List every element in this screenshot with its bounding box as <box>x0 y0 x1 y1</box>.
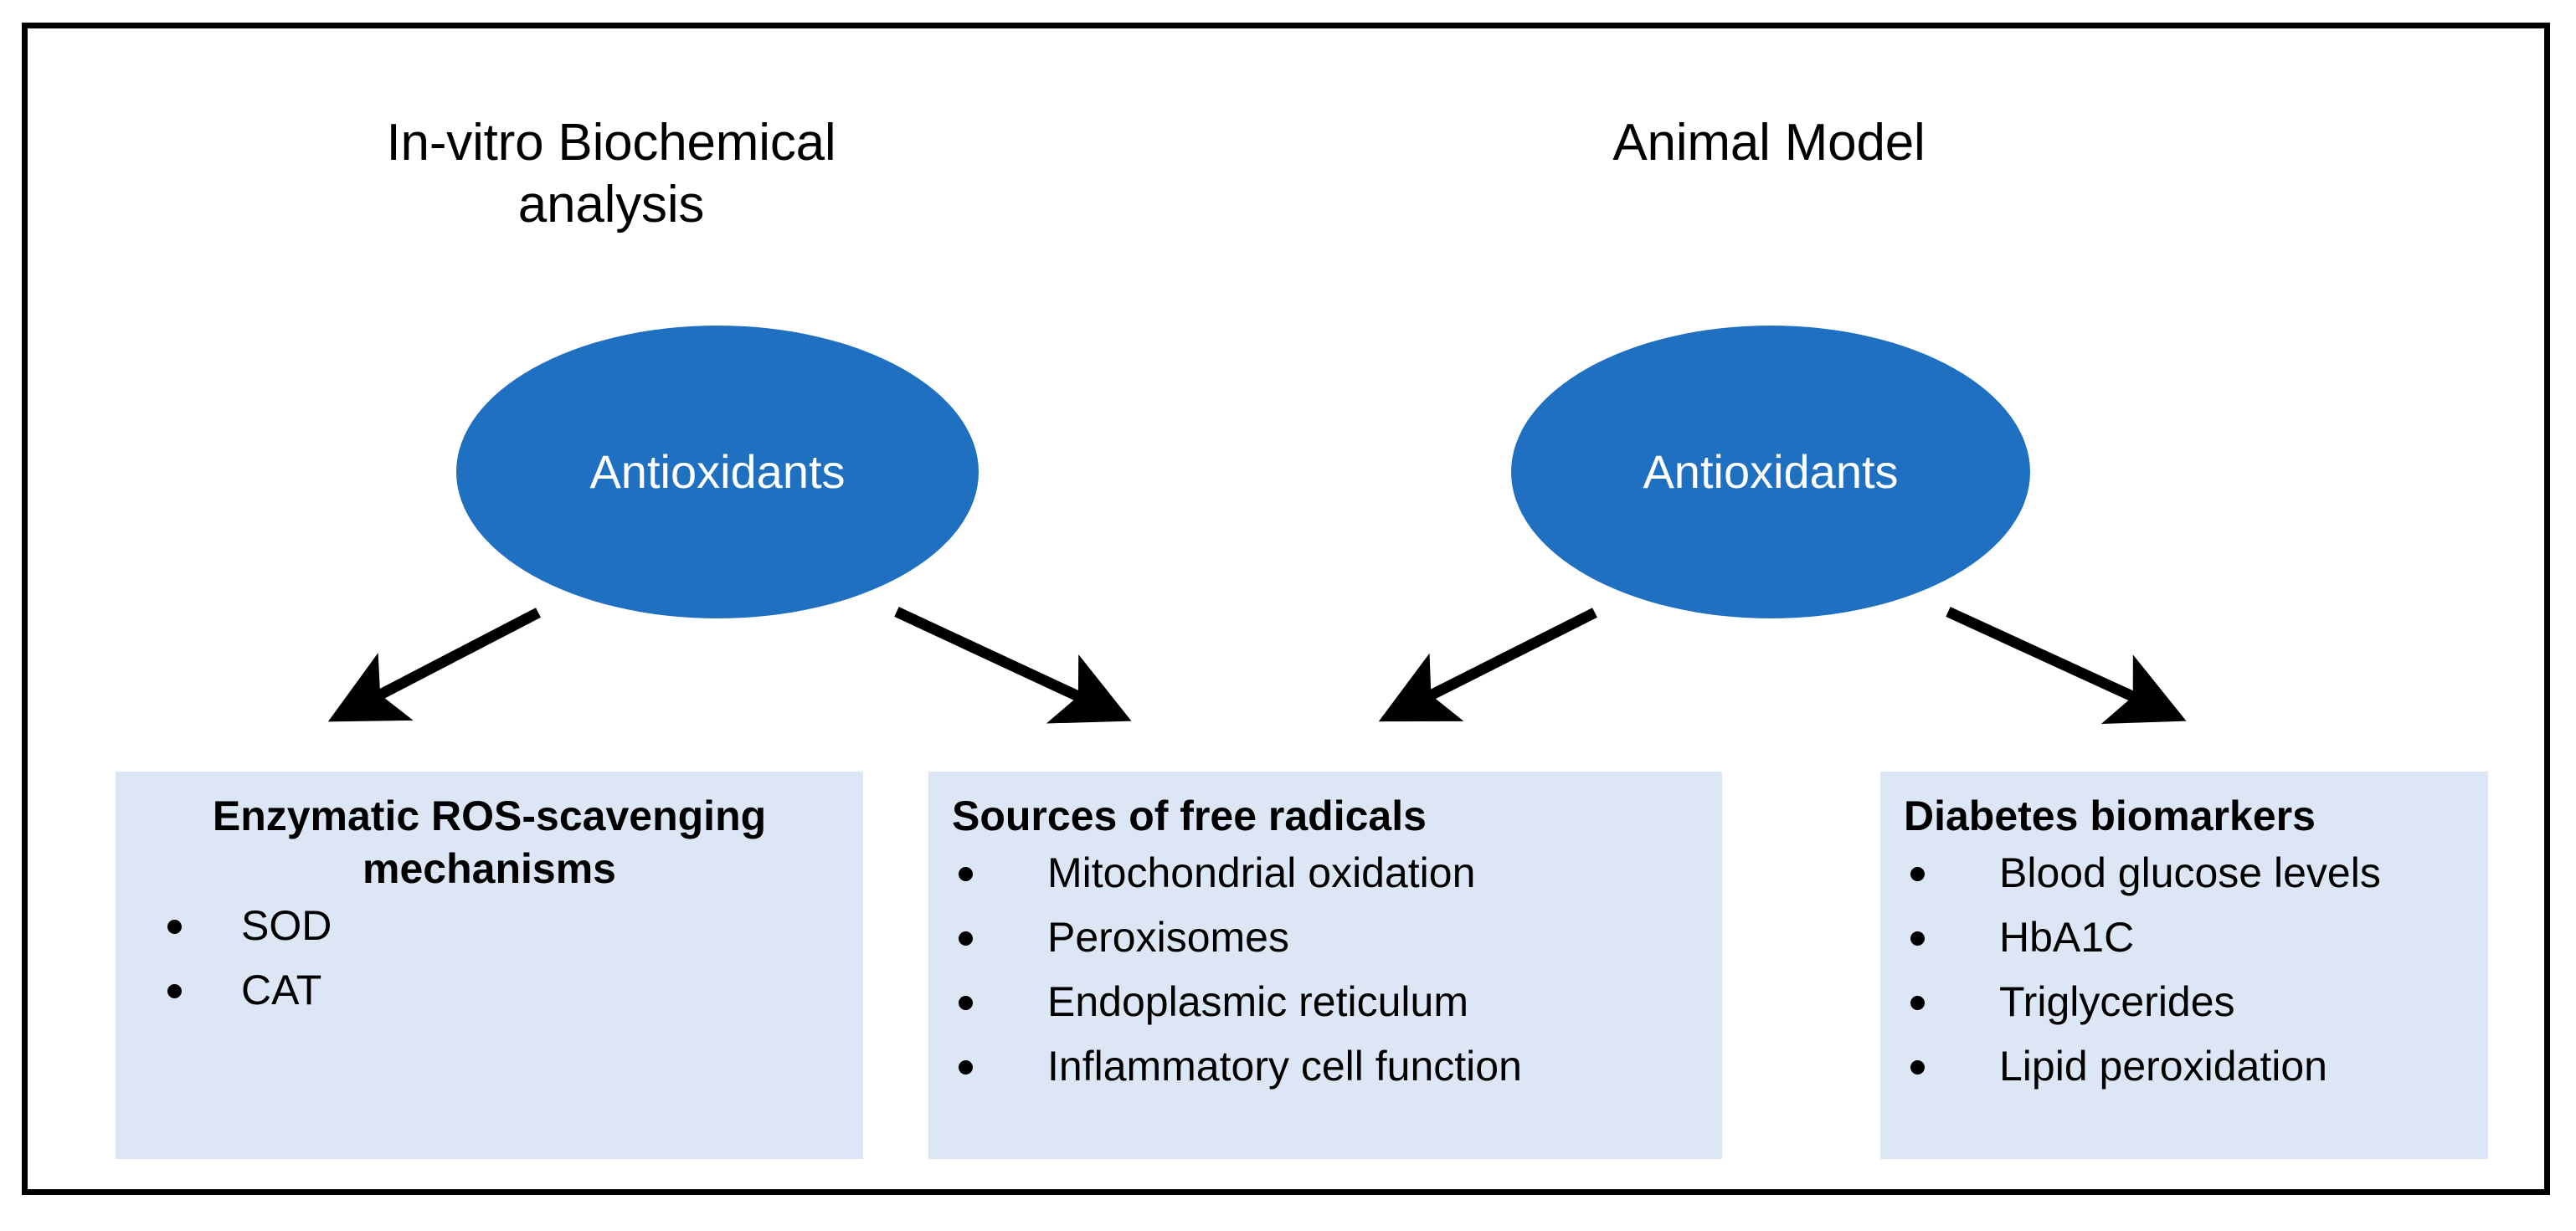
bullet-dot-icon <box>167 920 182 934</box>
list-item-label: Triglycerides <box>1999 978 2235 1025</box>
bullet-dot-icon <box>167 984 182 998</box>
node-antioxidants-in-vitro: Antioxidants <box>456 326 979 618</box>
info-box-title: Sources of free radicals <box>952 792 1427 839</box>
info-box-title: Diabetes biomarkers <box>1904 792 2316 839</box>
list-item-label: CAT <box>241 967 322 1013</box>
list-item-label: Lipid peroxidation <box>1999 1043 2327 1090</box>
list-item-label: Peroxisomes <box>1047 914 1289 961</box>
arrow-left-node-to-enzymatic <box>327 608 541 722</box>
info-box-sources-of-free-radicals: Sources of free radicals Mitochondrial o… <box>928 772 1722 1159</box>
arrow-left-node-to-sources <box>894 607 1132 724</box>
list-item-label: Endoplasmic reticulum <box>1047 978 1468 1025</box>
column-heading-animal-model: Animal Model <box>1612 114 1926 172</box>
arrow-right-node-to-diabetes <box>1946 607 2187 724</box>
bullet-dot-icon <box>959 867 973 881</box>
column-heading-in-vitro: In-vitro Biochemical analysis <box>386 114 836 234</box>
list-item: Blood glucose levels <box>1880 848 2488 899</box>
list-item: Mitochondrial oxidation <box>928 848 1722 899</box>
bullet-dot-icon <box>1910 996 1925 1010</box>
list-item-label: HbA1C <box>1999 914 2135 961</box>
list-item: CAT <box>116 965 863 1016</box>
list-item: Endoplasmic reticulum <box>928 977 1722 1028</box>
list-item: Inflammatory cell function <box>928 1041 1722 1092</box>
arrow-right-node-to-sources <box>1378 608 1597 722</box>
info-box-bullet-list: Blood glucose levels HbA1C Triglycerides… <box>1880 843 2488 1092</box>
info-box-diabetes-biomarkers: Diabetes biomarkers Blood glucose levels… <box>1880 772 2488 1159</box>
list-item-label: Blood glucose levels <box>1999 849 2381 896</box>
list-item: Triglycerides <box>1880 977 2488 1028</box>
info-box-bullet-list: Mitochondrial oxidation Peroxisomes Endo… <box>928 843 1722 1092</box>
node-label: Antioxidants <box>1643 445 1899 498</box>
bullet-dot-icon <box>959 931 973 946</box>
list-item: Peroxisomes <box>928 912 1722 963</box>
info-box-enzymatic-ros-scavenging: Enzymatic ROS-scavenging mechanisms SOD … <box>116 772 863 1159</box>
list-item: SOD <box>116 900 863 951</box>
list-item-label: Mitochondrial oxidation <box>1047 849 1476 896</box>
list-item-label: Inflammatory cell function <box>1047 1043 1522 1090</box>
info-box-title: Enzymatic ROS-scavenging mechanisms <box>212 792 767 892</box>
list-item: HbA1C <box>1880 912 2488 963</box>
bullet-dot-icon <box>1910 1060 1925 1075</box>
list-item-label: SOD <box>241 902 332 949</box>
node-antioxidants-animal: Antioxidants <box>1511 326 2030 618</box>
node-label: Antioxidants <box>589 445 846 498</box>
bullet-dot-icon <box>1910 867 1925 881</box>
bullet-dot-icon <box>959 1060 973 1075</box>
info-box-bullet-list: SOD CAT <box>116 895 863 1016</box>
bullet-dot-icon <box>1910 931 1925 946</box>
list-item: Lipid peroxidation <box>1880 1041 2488 1092</box>
bullet-dot-icon <box>959 996 973 1010</box>
figure-frame: In-vitro Biochemical analysis Animal Mod… <box>22 23 2550 1195</box>
